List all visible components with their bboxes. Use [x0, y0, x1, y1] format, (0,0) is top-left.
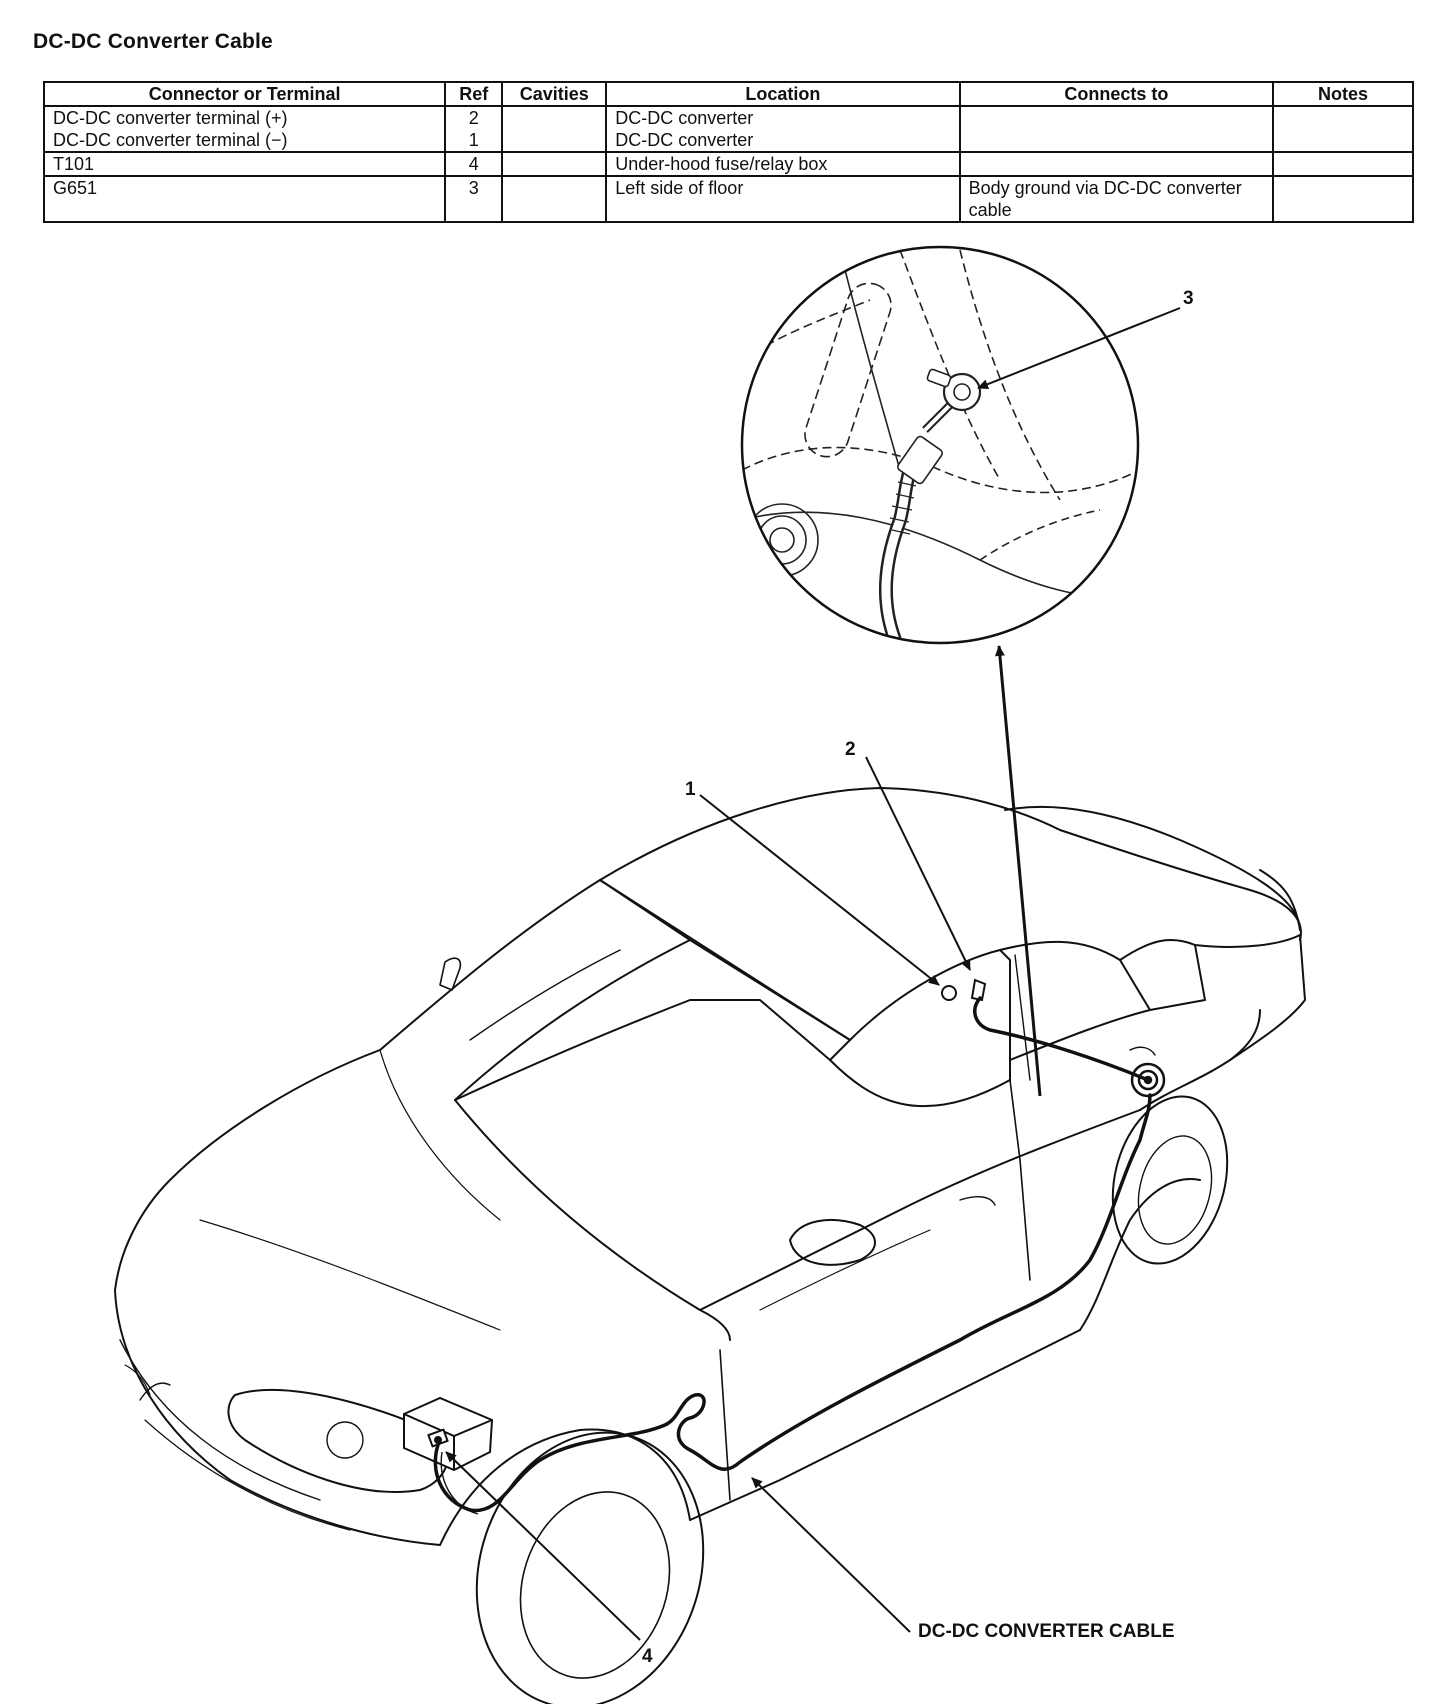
table-row: DC-DC converter terminal (−) 1 DC-DC con… [42, 129, 1414, 152]
col-header-ref: Ref [444, 81, 504, 107]
callout-line-4 [445, 1451, 641, 1641]
cell-notes [1272, 129, 1414, 152]
cell-ref: 3 [444, 175, 504, 223]
cell-cavities [501, 129, 608, 152]
col-header-connector: Connector or Terminal [42, 81, 447, 107]
cell-cavities [501, 106, 608, 129]
cable-label: DC-DC CONVERTER CABLE [918, 1621, 1175, 1642]
callout-line-3 [977, 307, 1181, 389]
cell-ref: 1 [444, 129, 504, 152]
cell-connector: T101 [42, 151, 447, 176]
cell-connector: DC-DC converter terminal (+) [42, 106, 447, 129]
col-header-location: Location [605, 81, 961, 107]
cell-connects-to [958, 129, 1275, 152]
cell-cavities [501, 151, 608, 176]
cell-connects-to: Body ground via DC-DC converter cable [958, 175, 1275, 223]
cell-notes [1272, 106, 1414, 129]
cell-location: DC-DC converter [605, 106, 961, 129]
callout-line-2 [865, 756, 971, 971]
callout-1: 1 [685, 779, 696, 800]
cell-ref: 2 [444, 106, 504, 129]
cable-label-leader [751, 1477, 911, 1633]
page-title: DC-DC Converter Cable [33, 30, 273, 53]
col-header-connects-to: Connects to [958, 81, 1275, 107]
cell-location: DC-DC converter [605, 129, 961, 152]
callout-line-1 [699, 794, 940, 986]
table-header-row: Connector or Terminal Ref Cavities Locat… [42, 81, 1414, 107]
cell-ref: 4 [444, 151, 504, 176]
callout-4: 4 [642, 1646, 653, 1667]
cell-connector: DC-DC converter terminal (−) [42, 129, 447, 152]
cell-connects-to [958, 151, 1275, 176]
dc-dc-converter-cable [433, 996, 1152, 1513]
table-row: G651 3 Left side of floor Body ground vi… [42, 175, 1414, 223]
cell-connector: G651 [42, 175, 447, 223]
detail-inset [740, 245, 1181, 1097]
cell-location: Under-hood fuse/relay box [605, 151, 961, 176]
cell-notes [1272, 151, 1414, 176]
connector-table: Connector or Terminal Ref Cavities Locat… [42, 81, 1414, 223]
detail-pointer-arrow [994, 645, 1042, 1097]
under-hood-fuse-box [403, 1396, 494, 1472]
table-row: DC-DC converter terminal (+) 2 DC-DC con… [42, 106, 1414, 129]
cell-cavities [501, 175, 608, 223]
cell-connects-to [958, 106, 1275, 129]
callout-2: 2 [845, 739, 856, 760]
col-header-notes: Notes [1272, 81, 1414, 107]
car-outline [114, 787, 1306, 1704]
dc-dc-converter-terminals [941, 978, 987, 1002]
col-header-cavities: Cavities [501, 81, 608, 107]
table-row: T101 4 Under-hood fuse/relay box [42, 151, 1414, 176]
callout-3: 3 [1183, 288, 1194, 309]
cell-notes [1272, 175, 1414, 223]
cell-location: Left side of floor [605, 175, 961, 223]
dc-dc-converter-cable-shadow [440, 1451, 479, 1515]
